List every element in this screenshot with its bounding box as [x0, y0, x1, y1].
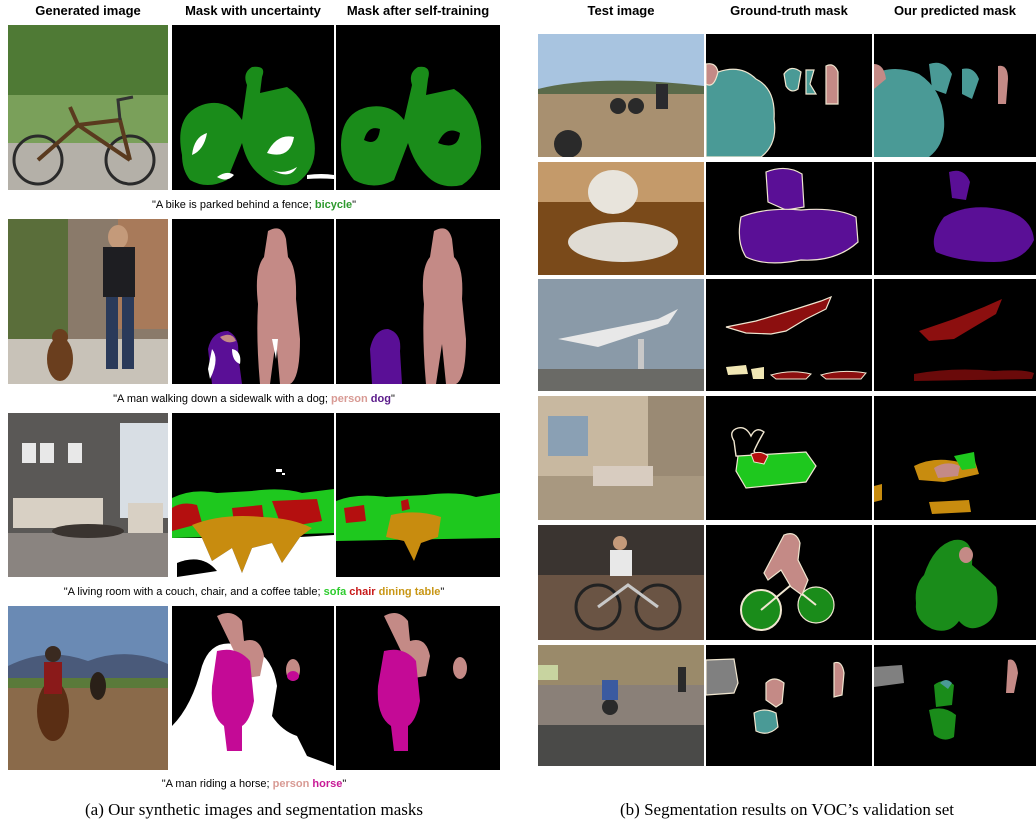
header-ground-truth: Ground-truth mask [730, 3, 848, 18]
pred-mask-cyclist [874, 525, 1036, 640]
header-mask-self-training: Mask after self-training [346, 3, 490, 18]
mask-selftrain-horse [336, 606, 500, 770]
gt-mask-airplane [706, 279, 872, 391]
mask-uncertainty-living-room [172, 413, 334, 577]
gt-mask-office [706, 396, 872, 520]
header-test-image: Test image [587, 3, 655, 18]
test-image-airplane [538, 279, 704, 391]
gt-mask-street [706, 645, 872, 766]
pred-mask-office [874, 396, 1036, 520]
test-image-cyclist [538, 525, 704, 640]
subcaption-b: (b) Segmentation results on VOC’s valida… [620, 800, 954, 819]
caption-row-1: "A bike is parked behind a fence; bicycl… [151, 199, 357, 211]
label-person: person [331, 393, 368, 405]
caption-row-2: "A man walking down a sidewalk with a do… [113, 393, 395, 405]
generated-image-man-dog [8, 219, 168, 384]
gt-mask-motorbikes [706, 34, 872, 157]
test-image-motorbikes [538, 34, 704, 157]
mask-selftrain-bike [336, 25, 500, 190]
generated-image-living-room [8, 413, 168, 577]
label-chair: chair [349, 586, 376, 598]
label-person-2: person [272, 778, 310, 790]
subcaption-a: (a) Our synthetic images and segmentatio… [84, 800, 424, 819]
caption-row-4: "A man riding a horse; person horse" [161, 778, 347, 790]
header-predicted-mask: Our predicted mask [893, 3, 1017, 18]
label-bicycle: bicycle [314, 199, 353, 211]
generated-image-horse [8, 606, 168, 770]
gt-mask-cyclist [706, 525, 872, 640]
mask-selftrain-man-dog [336, 219, 500, 384]
label-dining-table: dining table [378, 586, 441, 598]
label-dog: dog [370, 393, 391, 405]
pred-mask-street [874, 645, 1036, 766]
generated-image-bike [8, 25, 168, 190]
mask-uncertainty-horse [172, 606, 334, 770]
test-image-office [538, 396, 704, 520]
test-image-dogs [538, 162, 704, 275]
label-horse: horse [312, 778, 343, 790]
header-generated-image: Generated image [35, 3, 141, 18]
test-image-street [538, 645, 704, 766]
pred-mask-dogs [874, 162, 1036, 275]
pred-mask-motorbikes [874, 34, 1036, 157]
gt-mask-dogs [706, 162, 872, 275]
header-mask-uncertainty: Mask with uncertainty [185, 3, 321, 18]
mask-selftrain-living-room [336, 413, 500, 577]
pred-mask-airplane [874, 279, 1036, 391]
mask-uncertainty-man-dog [172, 219, 334, 384]
caption-row-3: "A living room with a couch, chair, and … [63, 586, 445, 598]
mask-uncertainty-bike [172, 25, 334, 190]
label-sofa: sofa [323, 586, 347, 598]
